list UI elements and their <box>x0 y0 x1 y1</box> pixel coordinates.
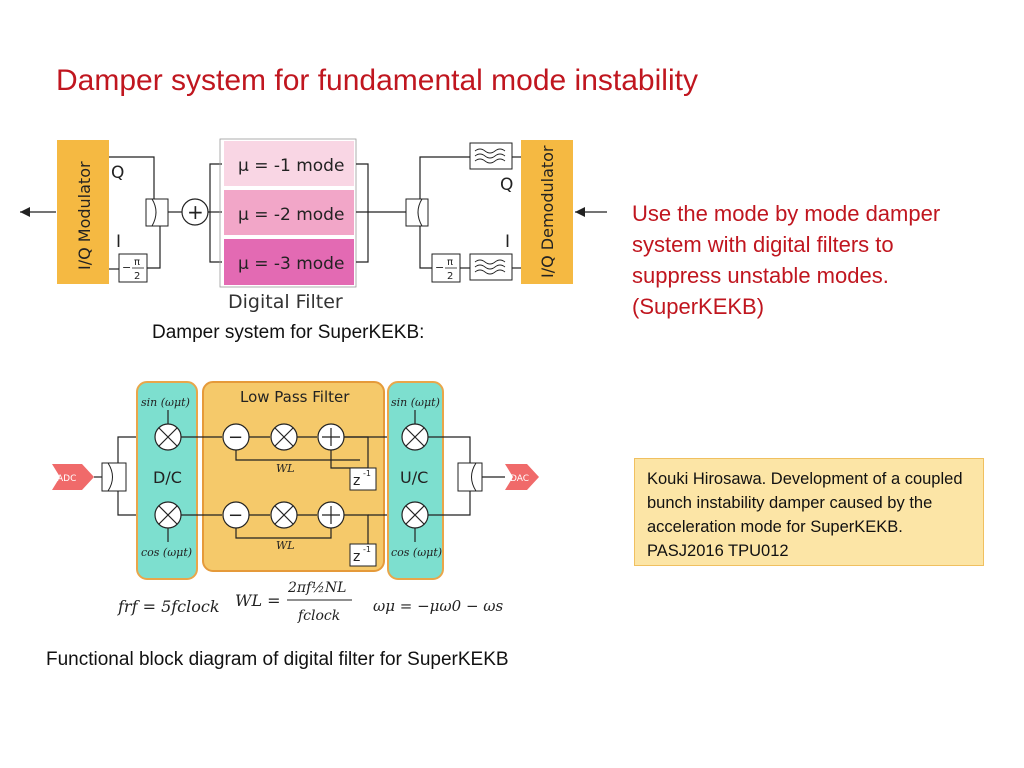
caption-bottom: Functional block diagram of digital filt… <box>46 649 509 670</box>
svg-text:π: π <box>447 257 453 268</box>
mode-box-2 <box>224 190 354 235</box>
iq-modulator-label: I/Q Modulator <box>75 161 94 270</box>
mode-box-1 <box>224 141 354 186</box>
q-label-left: Q <box>111 163 124 183</box>
splitter-left <box>145 198 169 227</box>
splitter-adc <box>101 462 127 492</box>
dc-block <box>136 381 198 580</box>
svg-text:−: − <box>122 261 131 274</box>
slide-title: Damper system for fundamental mode insta… <box>56 64 698 97</box>
iq-demodulator-box <box>521 140 573 284</box>
i-label-left: I <box>116 232 121 252</box>
cos-label-left: cos (ωμt) <box>141 546 192 559</box>
uc-block <box>387 381 444 580</box>
reference-box: Kouki Hirosawa. Development of a coupled… <box>634 458 984 566</box>
lowpass-icon-i <box>469 253 513 281</box>
cos-label-right: cos (ωμt) <box>391 546 442 559</box>
caption-top: Damper system for SuperKEKB: <box>152 322 425 343</box>
sin-label-left: sin (ωμt) <box>141 396 190 409</box>
iq-modulator-box <box>57 140 109 284</box>
svg-text:−: − <box>228 427 243 448</box>
digital-filter-label: Digital Filter <box>228 291 343 313</box>
digital-filter-group <box>219 138 357 288</box>
svg-text:2: 2 <box>447 271 453 282</box>
delay-bottom <box>349 543 377 567</box>
dac-label: DAC <box>510 474 529 484</box>
iq-demodulator-label: I/Q Demodulator <box>538 145 557 278</box>
svg-text:−: − <box>435 261 444 274</box>
combiner-dac <box>457 462 483 492</box>
svg-text:-1: -1 <box>363 545 371 554</box>
eq-wl-lhs: WL = <box>235 591 281 610</box>
wl-label-bottom: WL <box>276 539 295 552</box>
q-label-right: Q <box>500 175 513 195</box>
uc-label: U/C <box>400 468 428 487</box>
svg-text:z: z <box>353 549 360 565</box>
lpf-label: Low Pass Filter <box>240 388 350 406</box>
adc-label: ADC <box>57 474 76 484</box>
mode-label-2: μ = -2 mode <box>238 205 344 225</box>
splitter-right <box>405 198 429 227</box>
dc-label: D/C <box>153 468 182 487</box>
eq-frf: frf = 5fclock <box>117 597 220 616</box>
delay-top <box>349 467 377 491</box>
svg-text:2: 2 <box>134 271 140 282</box>
svg-text:+: + <box>187 200 204 224</box>
mode-label-3: μ = -3 mode <box>238 254 344 274</box>
description-text: Use the mode by mode damper system with … <box>632 201 941 319</box>
mode-label-1: μ = -1 mode <box>238 156 344 176</box>
svg-text:−: − <box>228 505 243 526</box>
eq-omega: ωμ = −μω0 − ωs <box>373 597 504 615</box>
lowpass-icon-q <box>469 142 513 170</box>
eq-wl-num: 2πf½NL <box>287 580 346 596</box>
mode-box-3 <box>224 239 354 285</box>
sin-label-right: sin (ωμt) <box>391 396 440 409</box>
svg-text:π: π <box>134 257 140 268</box>
dac-arrow <box>505 464 539 490</box>
svg-text:-1: -1 <box>363 469 371 478</box>
i-label-right: I <box>505 232 510 252</box>
adc-arrow <box>52 464 94 490</box>
svg-text:z: z <box>353 473 360 489</box>
eq-wl-den: fclock <box>297 608 340 624</box>
wl-label-top: WL <box>276 462 295 475</box>
